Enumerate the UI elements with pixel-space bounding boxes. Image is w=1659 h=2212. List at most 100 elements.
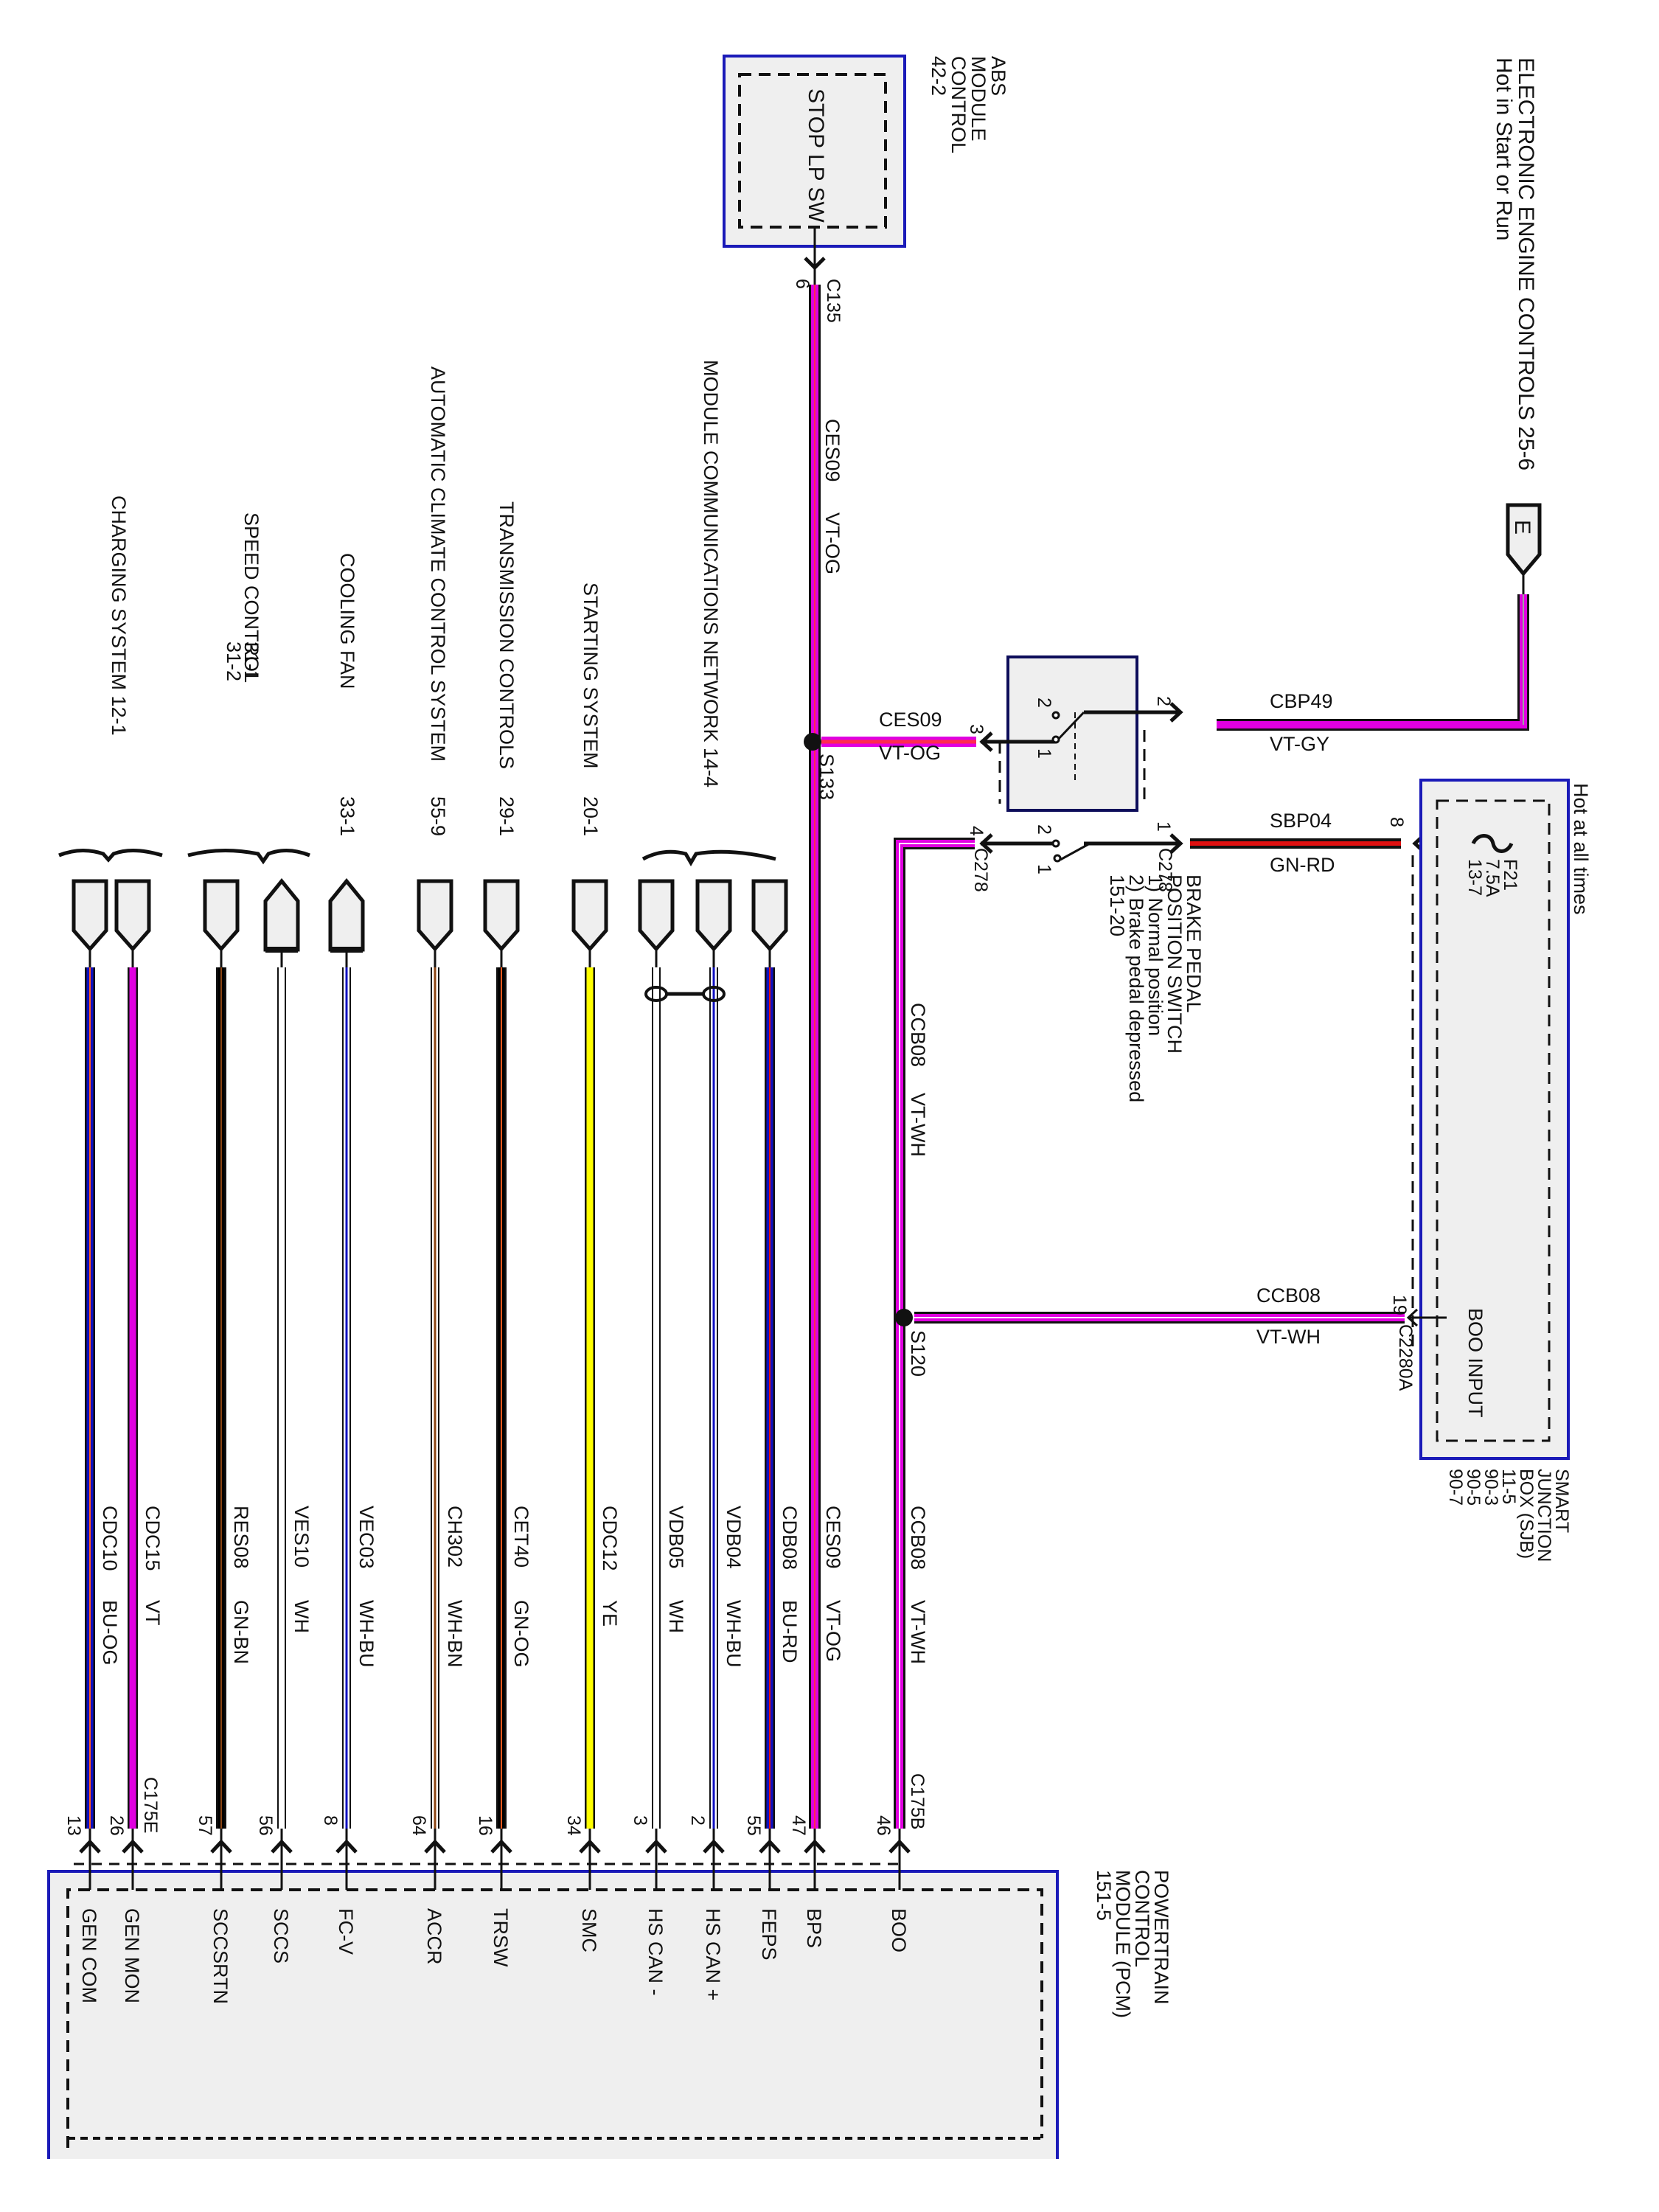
splice-s120[interactable]: S120 bbox=[895, 1309, 929, 1377]
subsystem-connector[interactable] bbox=[695, 879, 732, 967]
splice-s133[interactable]: S133 bbox=[804, 733, 838, 800]
wire-cbp49-circuit: CBP49 bbox=[1270, 690, 1333, 712]
pin-arrow-icon bbox=[759, 1839, 781, 1854]
svg-text:JUNCTION: JUNCTION bbox=[1534, 1469, 1554, 1562]
splice-s120-label: S120 bbox=[907, 1330, 929, 1377]
brace-icon bbox=[58, 848, 163, 863]
wire-color-label: VT bbox=[142, 1600, 164, 1626]
svg-text:90-7: 90-7 bbox=[1445, 1469, 1466, 1506]
svg-text:CONTROL: CONTROL bbox=[1131, 1870, 1153, 1967]
fuse-icon bbox=[1471, 834, 1514, 853]
wire-circuit-label: CDC10 bbox=[99, 1506, 121, 1571]
subsystem-speed-control-ref2: 31-2 bbox=[223, 641, 245, 681]
pcm-pin-number: 2 bbox=[687, 1815, 708, 1826]
wire-ces09-main[interactable]: CES09 VT-OG bbox=[809, 285, 844, 1829]
subsystem-speed-control: SPEED CONTROL bbox=[240, 512, 262, 683]
wire-circuit-label: VEC03 bbox=[355, 1506, 378, 1569]
wire-cbp49[interactable]: CBP49 VT-GY bbox=[1217, 594, 1529, 755]
abs-module-name: ABS MODULE CONTROL 42-2 bbox=[928, 56, 1009, 153]
connector-arrow-icon bbox=[804, 257, 826, 271]
subsystem-connector[interactable] bbox=[72, 879, 108, 967]
smart-junction-box[interactable]: Hot at all times F21 7.5A 13-7 BOO INPUT… bbox=[1406, 779, 1592, 1562]
pcm-pin-number: 13 bbox=[63, 1815, 84, 1836]
abs-inner-label: STOP LP SW bbox=[804, 88, 828, 223]
subsystem-connector[interactable] bbox=[638, 879, 675, 967]
brake-pedal-switch[interactable]: 3 4 2 1 2 1 2 1 C278 C278 BRAKE PEDAL PO… bbox=[966, 655, 1205, 1102]
wire-circuit-label: CDB08 bbox=[779, 1506, 801, 1570]
subsystem-connector[interactable] bbox=[417, 879, 453, 967]
subsystem-connector[interactable] bbox=[571, 879, 608, 967]
svg-text:POWERTRAIN: POWERTRAIN bbox=[1150, 1870, 1172, 2005]
wire-ces09-branch[interactable]: CES09 VT-OG bbox=[821, 709, 976, 764]
abs-connector: C135 bbox=[823, 279, 844, 323]
sjb-name: SMART JUNCTION BOX (SJB) 11-5 90-3 90-5 … bbox=[1445, 1469, 1572, 1562]
pcm-pin-number: 3 bbox=[630, 1815, 650, 1826]
subsystem-connector[interactable] bbox=[203, 879, 240, 967]
subsystem-connector[interactable] bbox=[114, 879, 151, 967]
pcm-pin-signal: GEN MON bbox=[121, 1908, 143, 2003]
fuse-label: F21 7.5A 13-7 bbox=[1464, 859, 1520, 897]
twisted-pair-icon bbox=[644, 986, 726, 1002]
wire-circuit-label: CH302 bbox=[444, 1506, 466, 1568]
pcm-connector-c175e: C175E bbox=[140, 1777, 161, 1833]
svg-text:ABS: ABS bbox=[987, 56, 1009, 96]
switch-pin-4: 4 bbox=[966, 826, 987, 836]
wire-color-label: YE bbox=[599, 1600, 621, 1627]
pcm-pin[interactable]: 2HS CAN + bbox=[687, 1815, 725, 2000]
wire-ccb08-sjb[interactable]: CCB08 VT-WH 19 C2280A bbox=[914, 1284, 1416, 1391]
sjb-pin-19: 19 bbox=[1389, 1295, 1410, 1315]
subsystem-connector[interactable] bbox=[263, 878, 300, 967]
wire-color-label: WH bbox=[291, 1600, 313, 1633]
svg-text:SMART: SMART bbox=[1551, 1469, 1572, 1533]
subsystem-connector[interactable] bbox=[328, 878, 365, 967]
wire-ccb08[interactable]: CCB08 VT-WH bbox=[894, 838, 975, 1829]
subsystem-labels: MODULE COMMUNICATIONS NETWORK 14-4 START… bbox=[58, 360, 776, 866]
abs-module[interactable]: STOP LP SW ABS MODULE CONTROL 42-2 6 C13… bbox=[723, 55, 1009, 323]
brake-switch-name: BRAKE PEDAL POSITION SWITCH 1) Normal po… bbox=[1106, 874, 1205, 1102]
subsystem-connector[interactable] bbox=[751, 879, 788, 967]
svg-text:F21: F21 bbox=[1500, 859, 1520, 891]
eec-title: ELECTRONIC ENGINE CONTROLS 25-6 bbox=[1514, 58, 1538, 470]
subsystem-charging: CHARGING SYSTEM 12-1 bbox=[108, 495, 130, 736]
pin2-arrow-icon bbox=[1169, 702, 1183, 723]
wire-circuit-label: VDB05 bbox=[665, 1506, 687, 1569]
pin1-arrow-icon bbox=[1169, 833, 1183, 854]
abs-pin: 6 bbox=[792, 279, 813, 289]
pcm-module[interactable]: POWERTRAIN CONTROL MODULE (PCM) 151-5 C1… bbox=[47, 1773, 1172, 2159]
pin-arrow-icon bbox=[579, 1839, 601, 1854]
subsystem-climate: AUTOMATIC CLIMATE CONTROL SYSTEM bbox=[427, 366, 449, 762]
svg-text:1) Normal position: 1) Normal position bbox=[1144, 874, 1166, 1036]
svg-text:BOX (SJB): BOX (SJB) bbox=[1516, 1469, 1537, 1559]
subsystem-connector[interactable] bbox=[483, 879, 520, 967]
pin-arrow-icon bbox=[122, 1839, 144, 1854]
pcm-pin-number: 26 bbox=[106, 1815, 127, 1836]
pcm-pin[interactable]: 8FC-V bbox=[320, 1815, 358, 1955]
e-connector[interactable]: E bbox=[1506, 503, 1542, 594]
wire-color-label: GN-OG bbox=[510, 1600, 532, 1668]
pcm-pin[interactable]: 3HS CAN - bbox=[630, 1815, 667, 1996]
pcm-connector-c175b: C175B bbox=[907, 1773, 928, 1829]
sjb-connector-c2280a: C2280A bbox=[1395, 1324, 1416, 1391]
